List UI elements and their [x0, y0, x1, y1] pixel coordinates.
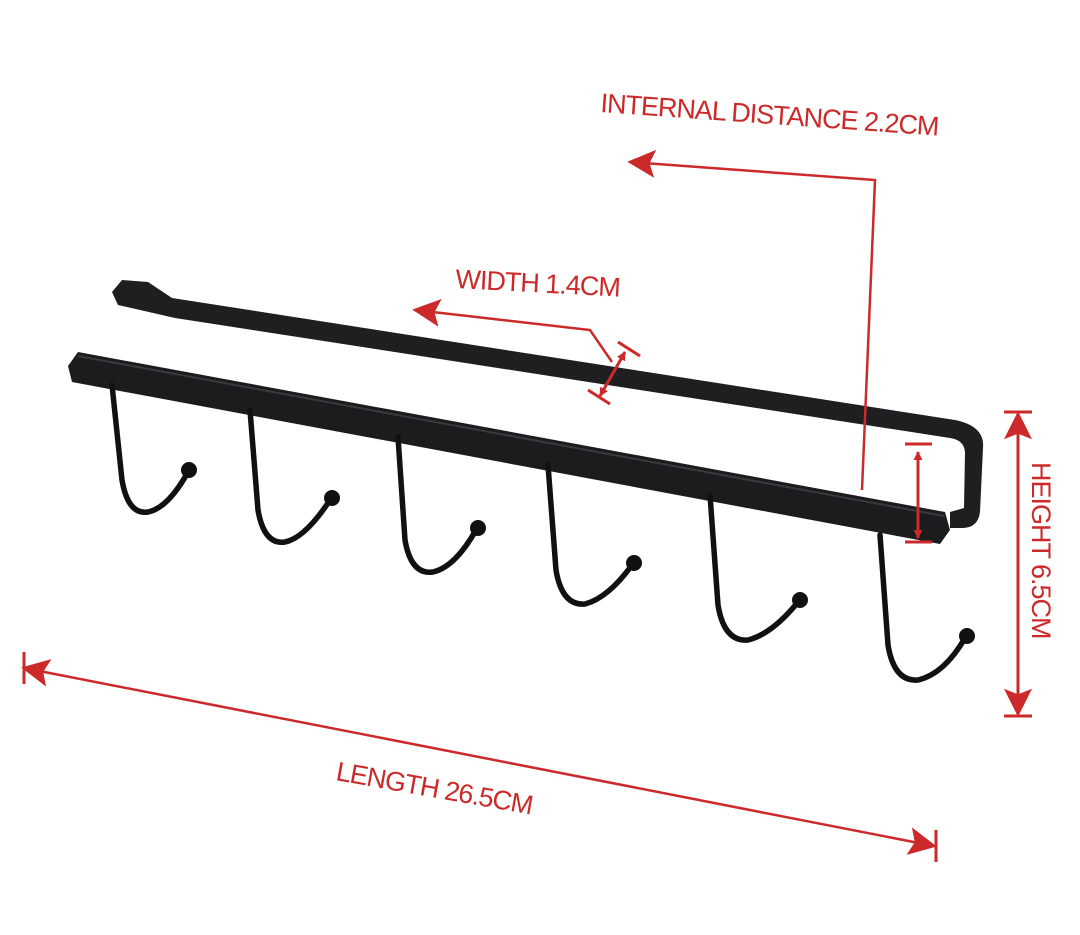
internal-distance-label: INTERNAL DISTANCE 2.2CM [600, 88, 940, 142]
hook-2 [247, 407, 333, 545]
dimension-lines [21, 149, 1032, 862]
length-arrow [21, 659, 937, 855]
top-clamp-bar [112, 280, 984, 528]
height-label: HEIGHT 6.5CM [1026, 462, 1056, 639]
hook-5 [707, 492, 801, 643]
hanger-rack [68, 280, 984, 683]
length-label: LENGTH 26.5CM [334, 756, 535, 820]
hook-6 [877, 532, 968, 683]
hooks [109, 382, 968, 683]
hook-3 [395, 434, 479, 575]
width-arrow [598, 351, 627, 397]
hook-1 [109, 382, 191, 515]
lower-hook-bar [68, 352, 950, 544]
internal-distance-leader [627, 149, 877, 491]
hook-4 [545, 462, 635, 607]
hook-ball-tips [181, 462, 975, 644]
width-label: WIDTH 1.4CM [455, 264, 621, 303]
